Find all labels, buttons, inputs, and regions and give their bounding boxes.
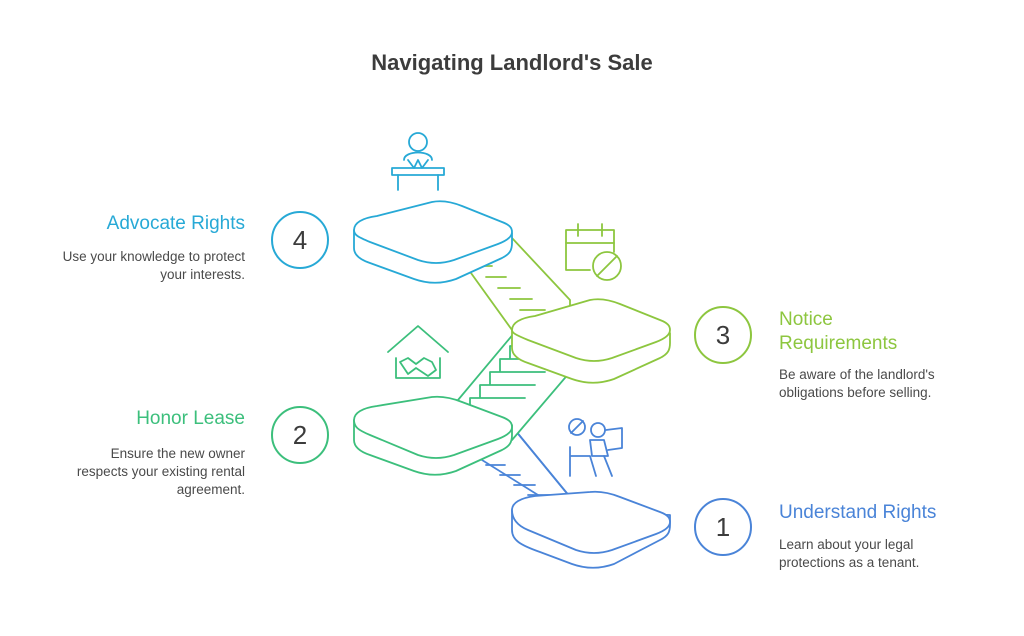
calendar-prohibited-icon <box>565 223 622 281</box>
step-4-number: 4 <box>271 211 329 269</box>
platform-2 <box>353 395 513 476</box>
house-handshake-icon <box>387 325 449 379</box>
step-4-title: Advocate Rights <box>106 213 245 234</box>
step-1-description: Learn about your legal protections as a … <box>779 537 920 570</box>
step-2-title: Honor Lease <box>136 408 245 429</box>
platform-1 <box>511 490 671 569</box>
tenant-reading-icon <box>568 418 623 477</box>
step-3-title: Notice Requirements <box>779 309 898 354</box>
platform-3 <box>511 298 671 384</box>
step-3-description: Be aware of the landlord's obligations b… <box>779 367 935 400</box>
page-title: Navigating Landlord's Sale <box>371 50 653 75</box>
platform-4 <box>353 200 513 284</box>
step-4-description: Use your knowledge to protect your inter… <box>62 249 245 282</box>
step-2-number: 2 <box>271 406 329 464</box>
speaker-podium-icon <box>391 132 445 191</box>
step-1-title: Understand Rights <box>779 502 937 523</box>
step-2-description: Ensure the new owner respects your exist… <box>76 446 245 497</box>
step-1-number: 1 <box>694 498 752 556</box>
step-3-number: 3 <box>694 306 752 364</box>
